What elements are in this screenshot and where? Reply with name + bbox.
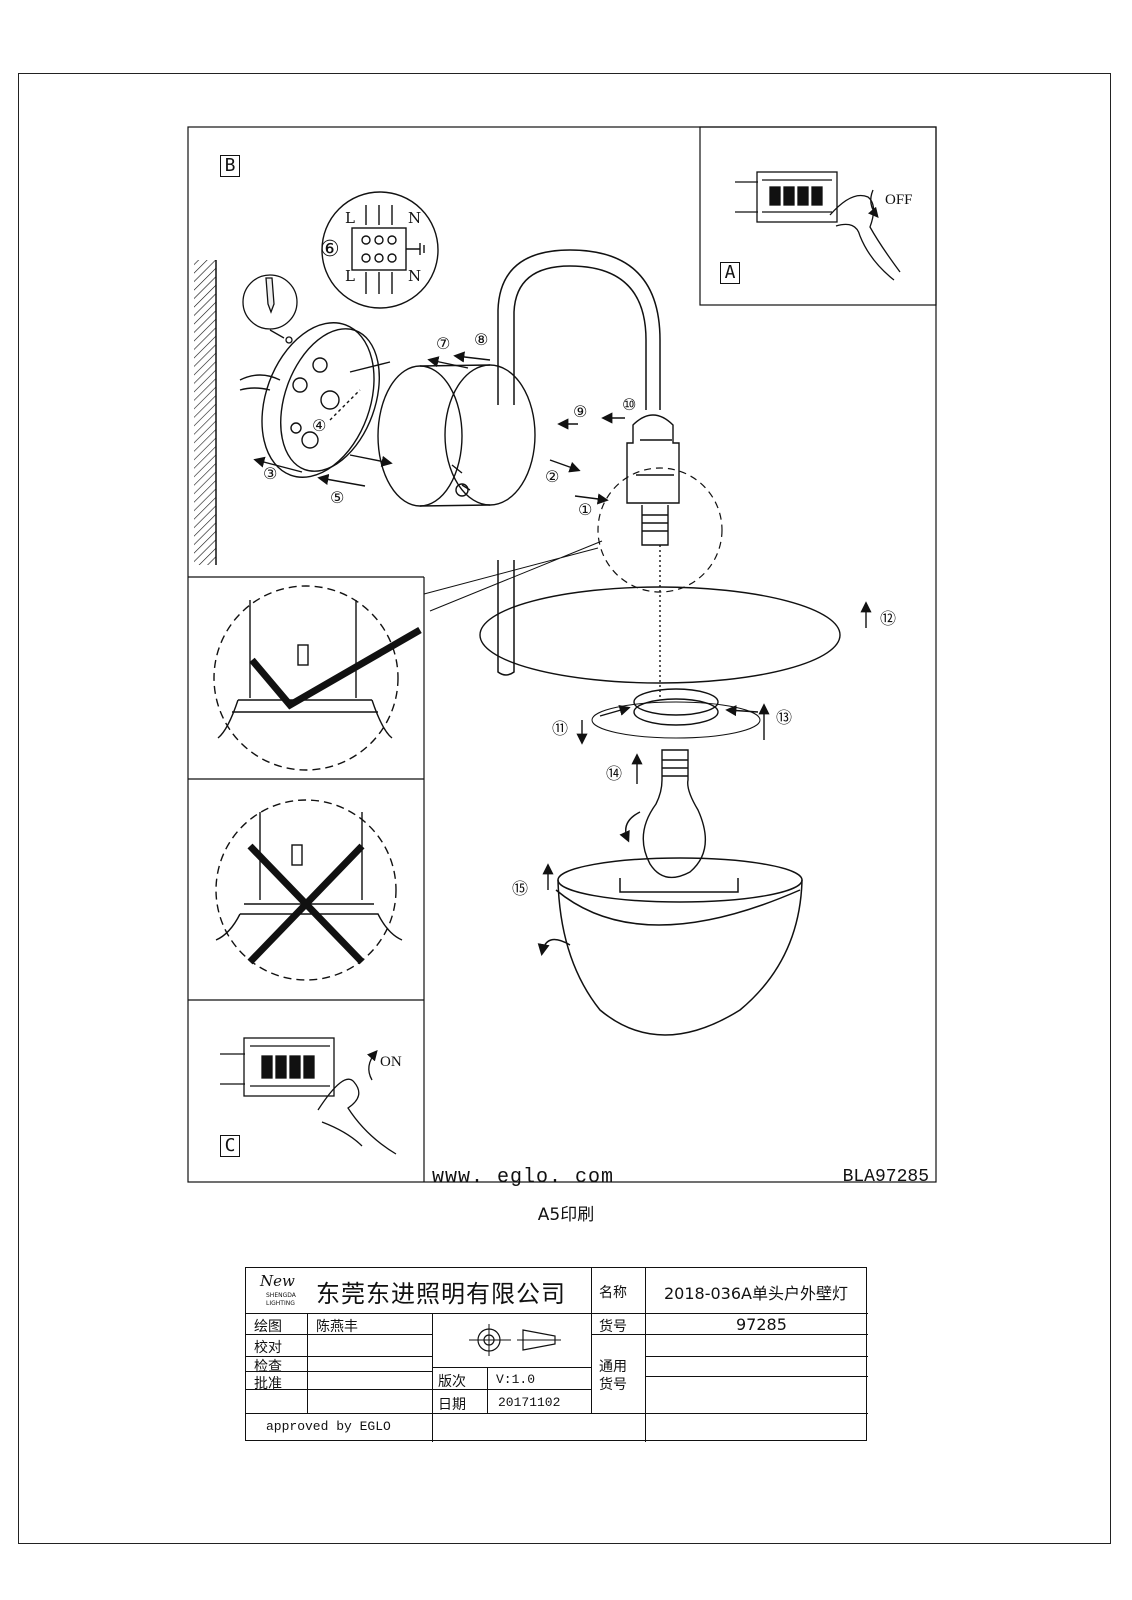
step-8: ⑧ <box>474 330 489 349</box>
general-label-2: 货号 <box>599 1377 627 1393</box>
logo-mark: New <box>260 1272 295 1290</box>
step-10: ⑩ <box>622 395 637 414</box>
step-14: ⑭ <box>606 764 623 783</box>
instruction-frame <box>187 126 937 1183</box>
panel-b-label: B <box>220 155 240 177</box>
step-9: ⑨ <box>573 402 588 421</box>
canopy <box>377 364 536 507</box>
page-frame <box>18 73 1111 1544</box>
assembly-arrows <box>253 351 872 890</box>
mounting-base <box>239 322 398 478</box>
wire-n-bottom: N <box>408 267 422 285</box>
lamp-arm <box>497 249 661 676</box>
step-1: ① <box>578 500 593 519</box>
wrong-detail-2 <box>215 799 403 981</box>
general-label: 通用 <box>599 1359 627 1375</box>
step-5: ⑤ <box>330 488 345 507</box>
step-4: ④ <box>312 416 327 435</box>
wire-n-top: N <box>408 209 422 227</box>
switch-on-drawing <box>220 1037 397 1155</box>
step-6-label: ⑥ <box>320 237 340 262</box>
drafter-name: 陈燕丰 <box>316 1319 358 1335</box>
title-block: New SHENGDA LIGHTING 东莞东进照明有限公司 名称 2018-… <box>245 1267 868 1442</box>
switch-off-drawing <box>735 171 901 281</box>
company-name: 东莞东进照明有限公司 <box>316 1280 566 1308</box>
version-label: 版次 <box>438 1374 466 1390</box>
wire-l-top: L <box>345 209 355 227</box>
projection-symbol-icon <box>469 1324 561 1356</box>
wire-l-bottom: L <box>345 267 355 285</box>
logo-sub-1: SHENGDA <box>266 1292 296 1299</box>
glass-diffuser <box>537 857 803 1036</box>
print-note: A5印刷 <box>537 1205 595 1225</box>
panel-a-label: A <box>720 262 740 284</box>
date-label: 日期 <box>438 1397 466 1413</box>
inspect-label: 检查 <box>254 1359 282 1375</box>
name-label: 名称 <box>599 1285 627 1301</box>
wall-hatch <box>194 260 216 565</box>
socket-detail-circle <box>597 467 723 593</box>
light-bulb <box>619 749 707 879</box>
product-name: 2018-036A单头户外壁灯 <box>664 1284 848 1303</box>
lamp-socket <box>626 414 680 546</box>
wiring-detail <box>321 191 439 309</box>
step-11: ⑪ <box>552 719 569 738</box>
off-label: OFF <box>885 192 913 208</box>
date-value: 20171102 <box>498 1395 561 1410</box>
step-7: ⑦ <box>436 334 451 353</box>
approve-label: 批准 <box>254 1376 282 1392</box>
step-2: ② <box>545 467 560 486</box>
step-12: ⑫ <box>880 609 897 628</box>
approved-by: approved by EGLO <box>266 1419 391 1434</box>
logo-sub-2: LIGHTING <box>266 1300 295 1307</box>
item-number: 97285 <box>736 1315 787 1334</box>
draw-label: 绘图 <box>254 1319 282 1335</box>
panel-a-frame <box>699 126 937 306</box>
on-label: ON <box>380 1054 402 1070</box>
lamp-shade <box>479 545 841 700</box>
step-15: ⑮ <box>512 879 529 898</box>
panel-c-label: C <box>220 1135 240 1157</box>
website-url: www. eglo. com <box>432 1166 615 1189</box>
wall-plug-detail <box>242 274 298 344</box>
wrong-detail-1 <box>213 585 422 771</box>
check-label: 校对 <box>254 1340 282 1356</box>
shade-ring <box>591 688 761 739</box>
step-3: ③ <box>263 464 278 483</box>
version-value: V:1.0 <box>496 1372 536 1387</box>
document-code: BLA97285 <box>842 1167 929 1187</box>
step-13: ⑬ <box>776 708 793 727</box>
item-label: 货号 <box>599 1319 627 1335</box>
